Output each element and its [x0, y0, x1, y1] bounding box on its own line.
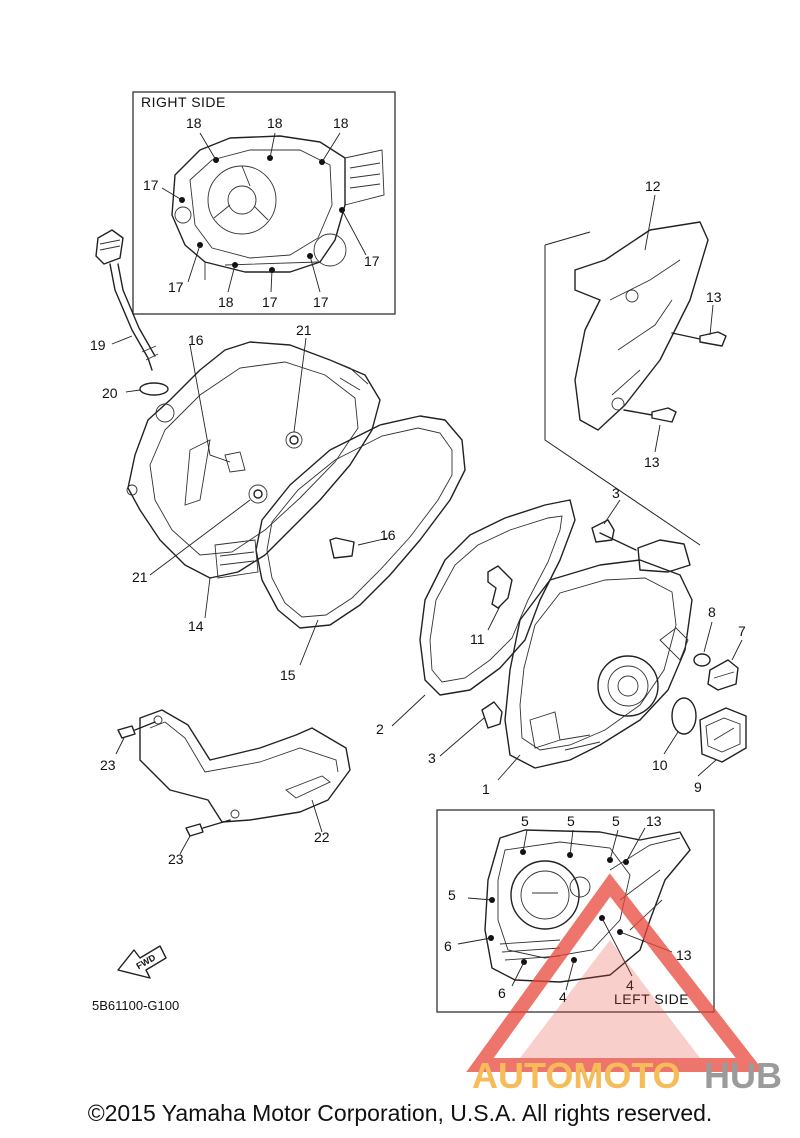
callout-13: 13 — [644, 454, 660, 470]
callout-17: 17 — [143, 177, 159, 193]
callout-21: 21 — [296, 322, 312, 338]
callout-13: 13 — [706, 289, 722, 305]
callout-1: 1 — [482, 781, 490, 797]
diagram-code: 5B61100-G100 — [92, 998, 180, 1013]
callout-23: 23 — [168, 851, 184, 867]
callout-17: 17 — [168, 279, 184, 295]
callout-17: 17 — [262, 294, 278, 310]
dipstick-group: 19 20 — [90, 229, 169, 401]
guard-22: 23 23 22 — [100, 709, 351, 867]
bracket-11: 11 — [470, 565, 513, 647]
crankcase-cover-left: 1 3 3 — [428, 485, 693, 797]
callout-17: 17 — [313, 294, 329, 310]
callout-18: 18 — [333, 115, 349, 131]
callout-21: 21 — [132, 569, 148, 585]
callout-3: 3 — [612, 485, 620, 501]
right-side-title: RIGHT SIDE — [141, 94, 226, 110]
callout-10: 10 — [652, 757, 668, 773]
watermark-text-hub: HUB — [704, 1055, 782, 1096]
watermark-triangle-icon — [466, 873, 765, 1072]
callout-13: 13 — [676, 947, 692, 963]
callout-16: 16 — [380, 527, 396, 543]
callout-22: 22 — [314, 829, 330, 845]
callout-18: 18 — [267, 115, 283, 131]
callout-16: 16 — [188, 332, 204, 348]
callout-5: 5 — [567, 813, 575, 829]
crankcase-cover-right: 16 21 21 14 — [126, 322, 381, 634]
sprocket-cover: 12 13 13 — [544, 178, 727, 546]
callout-23: 23 — [100, 757, 116, 773]
automotohub-watermark: AUTOMOTO HUB — [466, 873, 782, 1096]
callout-5: 5 — [448, 887, 456, 903]
fwd-arrow-icon: FWD — [117, 945, 167, 979]
callout-8: 8 — [708, 604, 716, 620]
watermark-text-automoto: AUTOMOTO — [472, 1055, 681, 1096]
callout-6: 6 — [444, 938, 452, 954]
callout-4: 4 — [626, 977, 634, 993]
plugs-and-orings: 8 7 10 9 — [652, 604, 747, 795]
callout-18: 18 — [218, 294, 234, 310]
callout-20: 20 — [102, 385, 118, 401]
callout-6: 6 — [498, 985, 506, 1001]
callout-9: 9 — [694, 779, 702, 795]
callout-5: 5 — [521, 813, 529, 829]
callout-7: 7 — [738, 623, 746, 639]
callout-11: 11 — [470, 631, 485, 647]
callout-2: 2 — [376, 721, 384, 737]
callout-19: 19 — [90, 337, 106, 353]
copyright-notice: ©2015 Yamaha Motor Corporation, U.S.A. A… — [87, 1100, 713, 1126]
callout-12: 12 — [645, 178, 661, 194]
left-side-title: LEFT SIDE — [614, 991, 689, 1007]
callout-4: 4 — [559, 989, 567, 1005]
left-side-inset: 5 5 5 13 5 6 6 4 4 13 LEFT SIDE — [436, 809, 715, 1013]
callout-5: 5 — [612, 813, 620, 829]
callout-3: 3 — [428, 750, 436, 766]
callout-14: 14 — [188, 618, 204, 634]
gasket-left: 2 — [376, 499, 576, 737]
callout-18: 18 — [186, 115, 202, 131]
right-side-inset: RIGHT SIDE 18 18 18 17 17 17 18 17 17 — [132, 91, 396, 315]
gasket-right: 15 16 — [255, 415, 466, 683]
callout-13: 13 — [646, 813, 662, 829]
callout-17: 17 — [364, 253, 380, 269]
callout-15: 15 — [280, 667, 296, 683]
